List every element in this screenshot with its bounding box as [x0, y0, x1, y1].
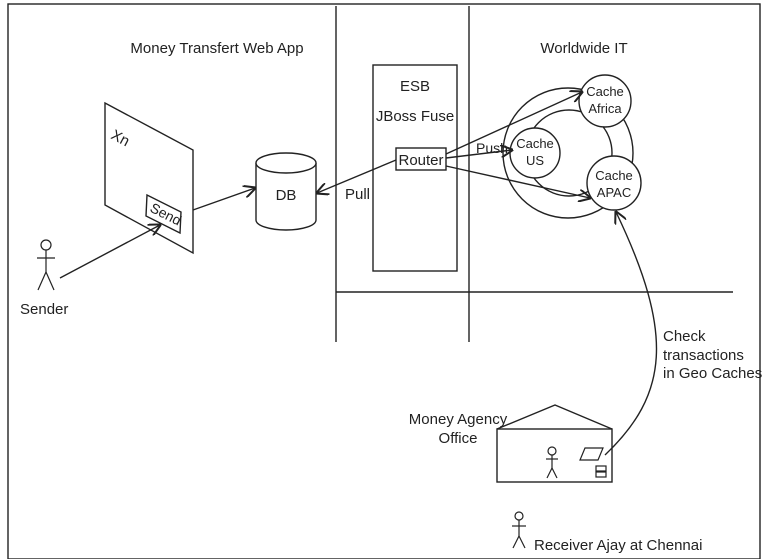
receiver-label: Receiver Ajay at Chennai — [534, 537, 702, 554]
outer-frame — [7, 3, 761, 559]
worldwide-it-title: Worldwide IT — [540, 40, 627, 57]
check-label-1: Check — [663, 328, 706, 345]
jboss-fuse-label: JBoss Fuse — [376, 108, 454, 125]
cache-apac-label-2: APAC — [597, 185, 631, 200]
cache-us-label-1: Cache — [516, 136, 554, 151]
arrow-router-us — [445, 150, 512, 159]
arrow-router-africa — [445, 92, 582, 155]
check-label-2: transactions — [663, 347, 744, 364]
pull-label: Pull — [345, 186, 370, 203]
push-label: Push — [476, 140, 508, 156]
receiver-figure — [512, 511, 526, 549]
cache-apac-label-1: Cache — [595, 168, 633, 183]
esb-label: ESB — [400, 78, 430, 95]
arrow-pull — [317, 159, 397, 193]
web-app-title: Money Transfert Web App — [130, 40, 303, 57]
computer-icon — [579, 447, 607, 478]
check-label-3: in Geo Caches — [663, 365, 762, 382]
db-label: DB — [276, 187, 297, 204]
arrow-form-db — [192, 188, 255, 211]
agency-label-1: Money Agency — [409, 411, 508, 428]
sender-figure — [37, 239, 55, 291]
form-field-label: Xn — [108, 127, 132, 151]
router-label: Router — [398, 152, 443, 169]
agent-figure — [546, 446, 558, 479]
router-box — [395, 147, 447, 171]
cache-africa-label-2: Africa — [588, 101, 622, 116]
arrow-sender-send — [59, 225, 160, 279]
db-cylinder — [255, 152, 317, 231]
cache-apac — [586, 155, 642, 211]
arrow-check-transactions — [604, 212, 658, 456]
agency-office-building — [496, 404, 613, 483]
send-button — [145, 193, 182, 235]
sender-label: Sender — [20, 301, 68, 318]
cache-africa-label-1: Cache — [586, 84, 624, 99]
agency-label-2: Office — [439, 430, 478, 447]
arrow-router-apac — [445, 165, 590, 198]
cache-us-label-2: US — [526, 153, 544, 168]
